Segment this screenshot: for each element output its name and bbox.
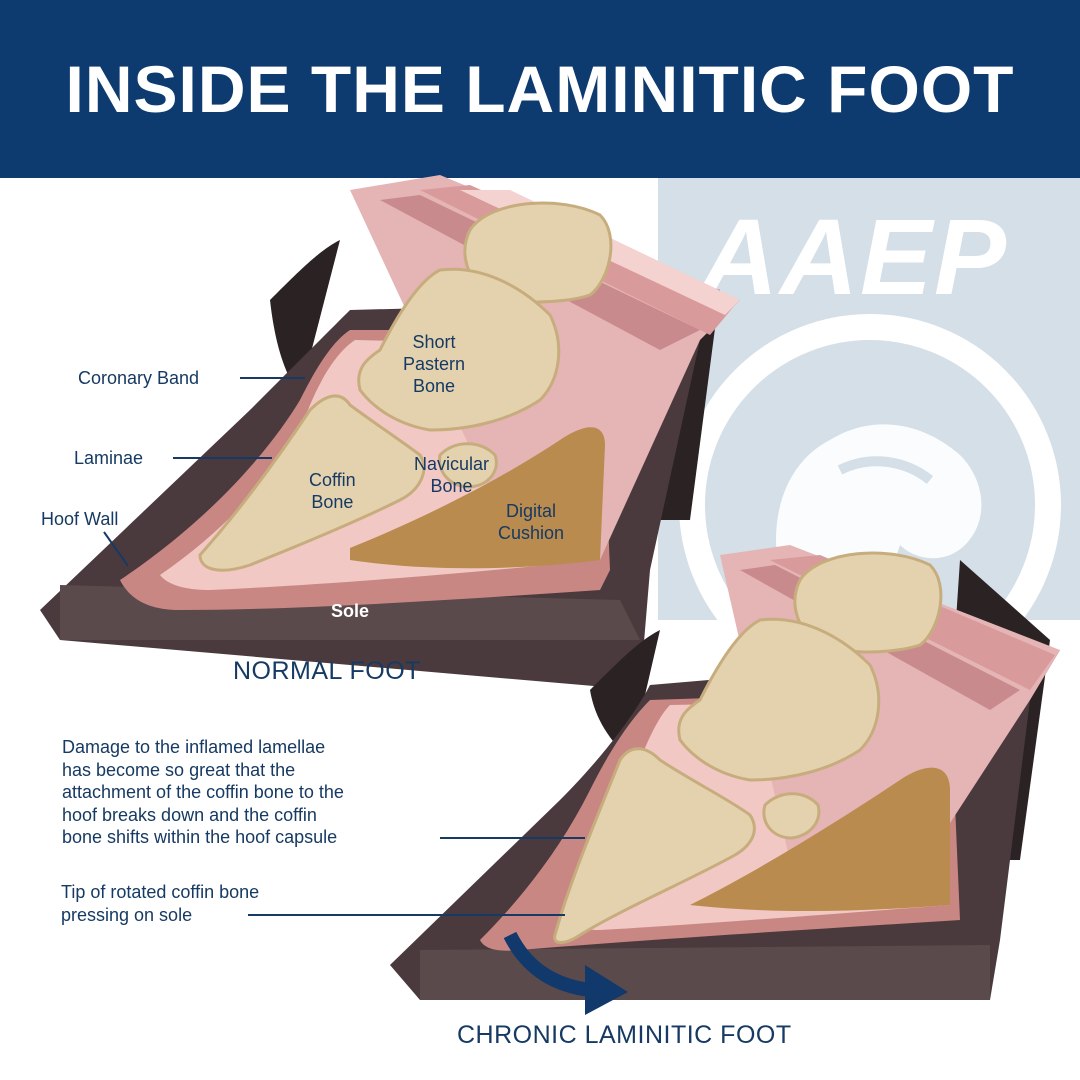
normal-foot-caption: NORMAL FOOT	[233, 657, 421, 685]
lamellae-damage-note: Damage to the inflamed lamellae has beco…	[62, 737, 344, 847]
tip-pressure-note: Tip of rotated coffin bone pressing on s…	[61, 882, 260, 925]
label-short-pastern-bone: Short Pastern Bone	[403, 332, 466, 396]
page-title: INSIDE THE LAMINITIC FOOT	[65, 52, 1015, 126]
digital-cushion	[350, 427, 605, 569]
laminitic-foot-diagram	[248, 545, 1060, 1015]
rotated-coffin-bone	[553, 747, 756, 944]
coffin-bone	[198, 394, 426, 572]
digital-cushion	[690, 767, 950, 912]
label-coffin-bone: Coffin Bone	[309, 470, 356, 512]
navicular-bone	[762, 792, 821, 840]
label-digital-cushion: Digital Cushion	[498, 501, 565, 543]
navicular-bone	[438, 442, 498, 489]
label-navicular-bone: Navicular Bone	[414, 454, 490, 496]
label-hoof-wall: Hoof Wall	[41, 509, 119, 529]
hoof-wall-leader	[103, 531, 129, 567]
label-laminae: Laminae	[74, 448, 144, 468]
short-pastern-bone	[677, 617, 881, 782]
laminitic-foot-caption: CHRONIC LAMINITIC FOOT	[457, 1021, 792, 1049]
hair-fringe	[270, 240, 340, 395]
title-banner: INSIDE THE LAMINITIC FOOT	[0, 0, 1080, 178]
label-coronary-band: Coronary Band	[78, 368, 200, 388]
short-pastern-bone	[357, 267, 561, 432]
rotation-arrow-icon	[503, 931, 592, 997]
label-sole: Sole	[331, 601, 370, 621]
brand-logo: AAEP	[700, 196, 1009, 317]
normal-foot-diagram	[40, 175, 740, 690]
